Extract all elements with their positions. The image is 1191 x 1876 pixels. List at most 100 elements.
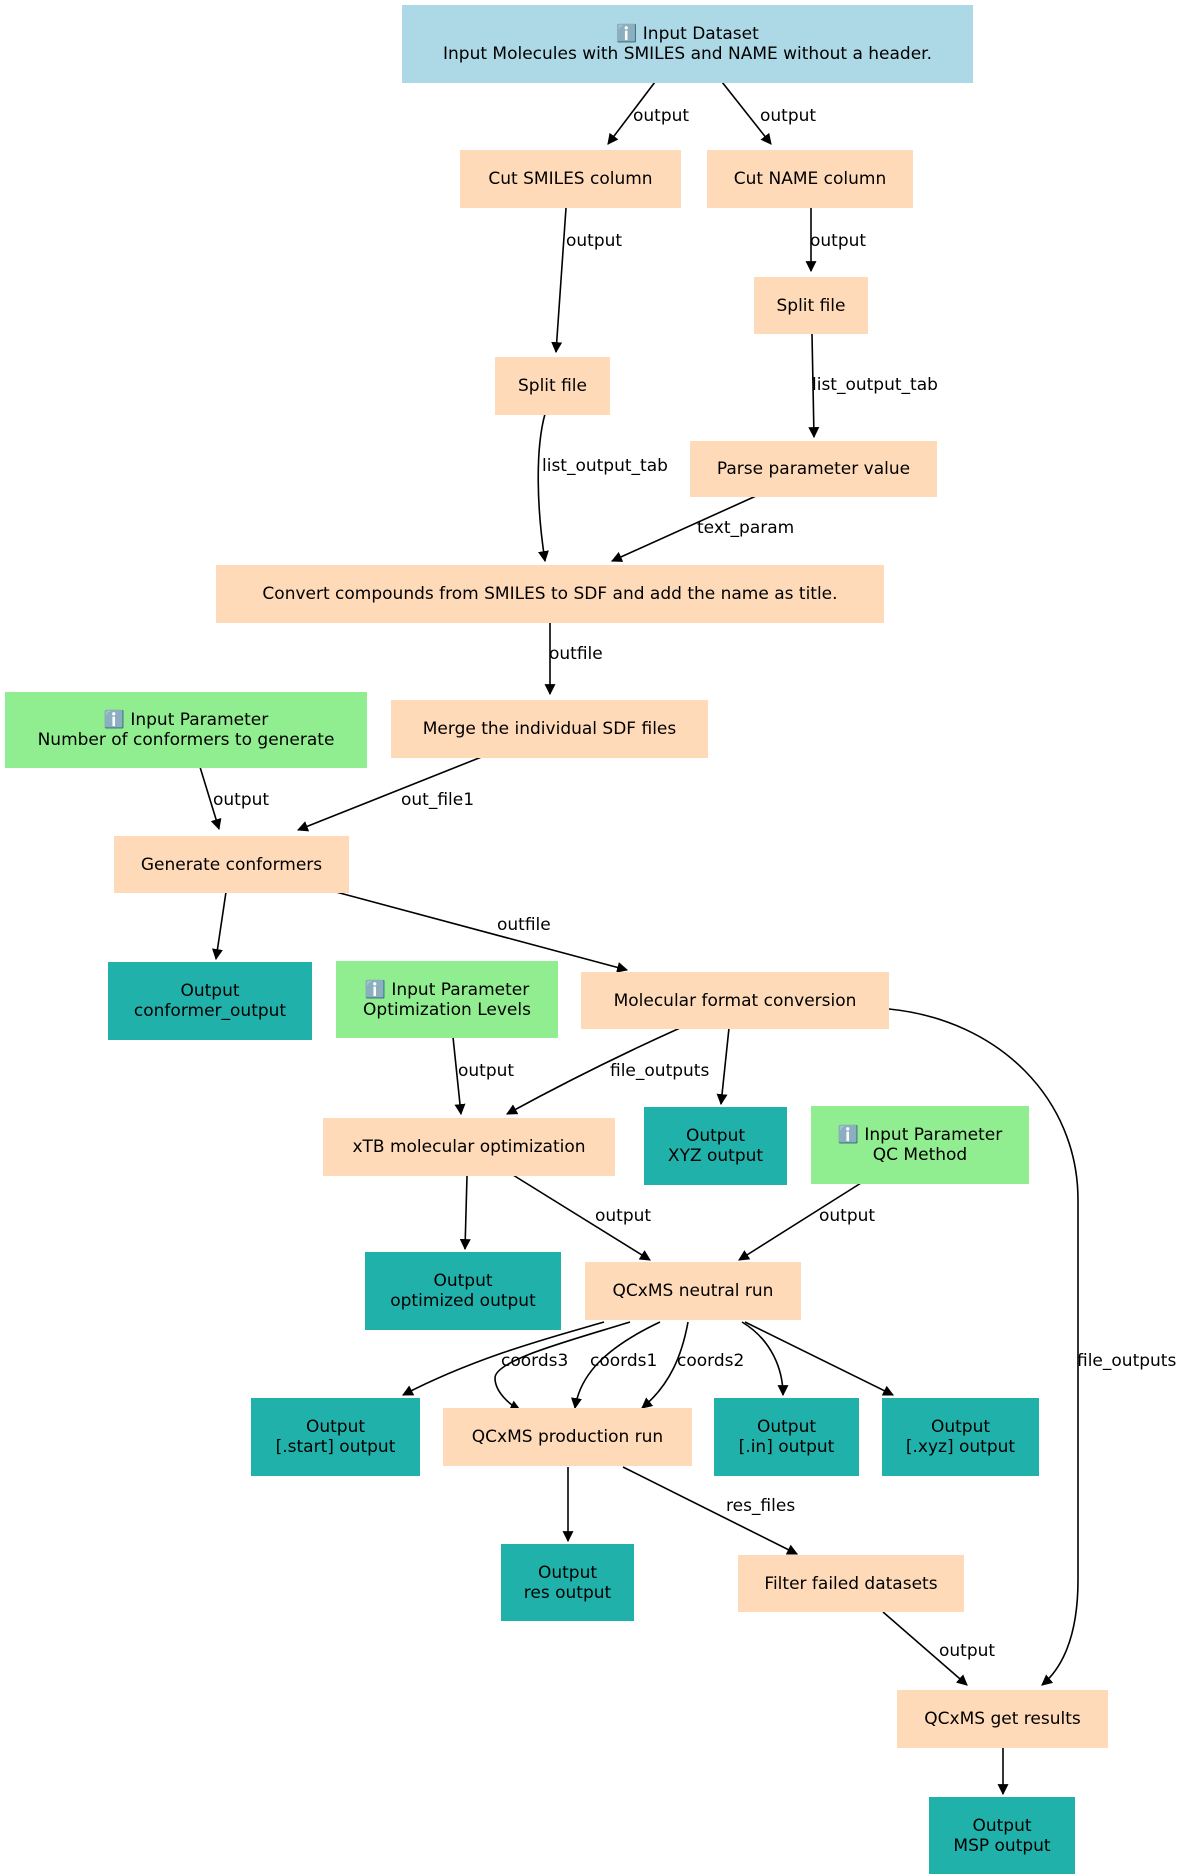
- split-smiles-node[interactable]: Split file: [495, 357, 610, 415]
- cut-smiles-node[interactable]: Cut SMILES column: [460, 150, 681, 208]
- out-optimized-desc: optimized output: [390, 1291, 536, 1311]
- out-xyz2-desc: [.xyz] output: [905, 1437, 1016, 1457]
- edge-neutral-to-out-in: [741, 1321, 789, 1397]
- out-in-desc: [.in] output: [738, 1437, 835, 1457]
- out-xyz-title: Output: [685, 1126, 746, 1146]
- info-icon: ℹ️: [103, 710, 125, 730]
- convert-label: Convert compounds from SMILES to SDF and…: [262, 584, 838, 604]
- param-qc-label: Input Parameter: [864, 1125, 1003, 1145]
- param-qc-node[interactable]: ℹ️ Input Parameter QC Method: [811, 1106, 1029, 1184]
- edge-label: output: [458, 1061, 515, 1081]
- param-opt-node[interactable]: ℹ️ Input Parameter Optimization Levels: [336, 961, 558, 1038]
- edge-label: list_output_tab: [542, 456, 668, 476]
- edge-neutral-to-prod-coords1: [571, 1321, 661, 1410]
- gen-conformers-node[interactable]: Generate conformers: [114, 836, 349, 893]
- edge-label: output: [595, 1206, 652, 1226]
- qcxms-get-label: QCxMS get results: [924, 1709, 1081, 1729]
- filter-failed-label: Filter failed datasets: [764, 1573, 938, 1594]
- edge-input-to-cut-smiles: [607, 81, 656, 145]
- out-xyz2-node[interactable]: Output [.xyz] output: [882, 1398, 1039, 1476]
- out-optimized-title: Output: [433, 1271, 493, 1291]
- input-dataset-node[interactable]: ℹ️ Input Dataset Input Molecules with SM…: [402, 5, 973, 83]
- out-msp-node[interactable]: Output MSP output: [929, 1797, 1075, 1874]
- input-dataset-desc: Input Molecules with SMILES and NAME wit…: [443, 44, 932, 64]
- edge-xtb-to-neutral: [512, 1174, 651, 1261]
- param-opt-title: ℹ️ Input Parameter: [365, 980, 529, 1000]
- split-name-label: Split file: [776, 295, 846, 316]
- edge-merge-to-gen: [296, 755, 485, 832]
- qcxms-neutral-label: QCxMS neutral run: [612, 1281, 774, 1301]
- edge-param-qc-to-neutral: [738, 1182, 862, 1261]
- edge-label: out_file1: [401, 790, 475, 810]
- param-opt-desc: Optimization Levels: [363, 999, 531, 1020]
- edge-filter-to-get: [882, 1611, 968, 1686]
- edge-split-smiles-to-convert: [537, 413, 549, 563]
- edge-param-opt-to-xtb: [452, 1036, 466, 1116]
- out-xyz-desc: XYZ output: [667, 1146, 764, 1166]
- edge-cut-smiles-to-split-smiles: [551, 207, 567, 354]
- edge-label: file_outputs: [1077, 1351, 1177, 1371]
- edge-mol-format-to-get: [888, 1008, 1079, 1686]
- param-conformers-node[interactable]: ℹ️ Input Parameter Number of conformers …: [5, 692, 367, 768]
- cut-name-label: Cut NAME column: [733, 169, 887, 189]
- parse-param-label: Parse parameter value: [716, 459, 911, 479]
- edge-label: res_files: [726, 1496, 796, 1516]
- edge-label: output: [566, 231, 623, 251]
- info-icon: ℹ️: [364, 979, 386, 1000]
- edge-split-name-to-parse: [808, 333, 820, 439]
- out-res-title: Output: [537, 1562, 598, 1583]
- xtb-label: xTB molecular optimization: [352, 1137, 586, 1157]
- mol-format-node[interactable]: Molecular format conversion: [581, 972, 889, 1029]
- edge-label: output: [760, 106, 817, 126]
- parse-param-node[interactable]: Parse parameter value: [690, 441, 937, 497]
- split-smiles-label: Split file: [518, 376, 587, 396]
- convert-node[interactable]: Convert compounds from SMILES to SDF and…: [216, 565, 884, 623]
- merge-sdf-label: Merge the individual SDF files: [422, 719, 677, 739]
- qcxms-get-node[interactable]: QCxMS get results: [897, 1690, 1108, 1748]
- out-xyz2-title: Output: [930, 1417, 991, 1437]
- out-in-node[interactable]: Output [.in] output: [714, 1398, 859, 1476]
- edge-label: output: [213, 790, 270, 810]
- edge-label: coords1: [590, 1351, 658, 1371]
- merge-sdf-node[interactable]: Merge the individual SDF files: [391, 700, 708, 758]
- param-conformers-title: ℹ️ Input Parameter: [104, 710, 268, 730]
- edge-label: outfile: [549, 644, 603, 664]
- edge-mol-format-to-xtb: [506, 1027, 681, 1115]
- mol-format-label: Molecular format conversion: [613, 990, 857, 1011]
- edge-label: output: [819, 1206, 876, 1226]
- edge-prod-to-filter: [622, 1466, 798, 1555]
- edge-neutral-to-out-start: [402, 1321, 605, 1396]
- split-name-node[interactable]: Split file: [754, 277, 868, 334]
- qcxms-neutral-node[interactable]: QCxMS neutral run: [585, 1262, 801, 1320]
- cut-name-node[interactable]: Cut NAME column: [707, 150, 913, 208]
- param-qc-title: ℹ️ Input Parameter: [838, 1125, 1002, 1145]
- edge-label: outfile: [497, 915, 551, 935]
- edge-neutral-to-prod-coords3: [494, 1321, 631, 1411]
- out-start-node[interactable]: Output [.start] output: [251, 1398, 420, 1476]
- qcxms-prod-node[interactable]: QCxMS production run: [443, 1408, 692, 1466]
- out-optimized-node[interactable]: Output optimized output: [365, 1252, 561, 1330]
- filter-failed-node[interactable]: Filter failed datasets: [738, 1555, 964, 1612]
- edge-label: coords3: [501, 1351, 569, 1371]
- info-icon: ℹ️: [616, 24, 638, 44]
- edge-input-to-cut-name: [721, 81, 772, 145]
- gen-conformers-label: Generate conformers: [140, 854, 323, 875]
- edge-label: coords2: [677, 1351, 745, 1371]
- out-start-title: Output: [305, 1417, 366, 1437]
- out-start-desc: [.start] output: [275, 1437, 396, 1457]
- edge-label: text_param: [697, 518, 795, 538]
- edge-label: file_outputs: [610, 1061, 710, 1081]
- out-xyz-node[interactable]: Output XYZ output: [644, 1107, 787, 1185]
- edge-neutral-to-prod-coords2: [641, 1321, 689, 1409]
- input-dataset-title: ℹ️ Input Dataset: [616, 24, 759, 44]
- out-res-node[interactable]: Output res output: [501, 1544, 634, 1621]
- cut-smiles-label: Cut SMILES column: [488, 169, 653, 189]
- param-opt-label: Input Parameter: [391, 979, 530, 1000]
- out-msp-desc: MSP output: [953, 1835, 1051, 1856]
- xtb-node[interactable]: xTB molecular optimization: [323, 1118, 615, 1176]
- edge-label: output: [810, 231, 867, 251]
- param-conformers-label: Input Parameter: [130, 710, 269, 730]
- edge-parse-to-convert: [610, 495, 757, 562]
- out-conformer-node[interactable]: Output conformer_output: [108, 962, 312, 1040]
